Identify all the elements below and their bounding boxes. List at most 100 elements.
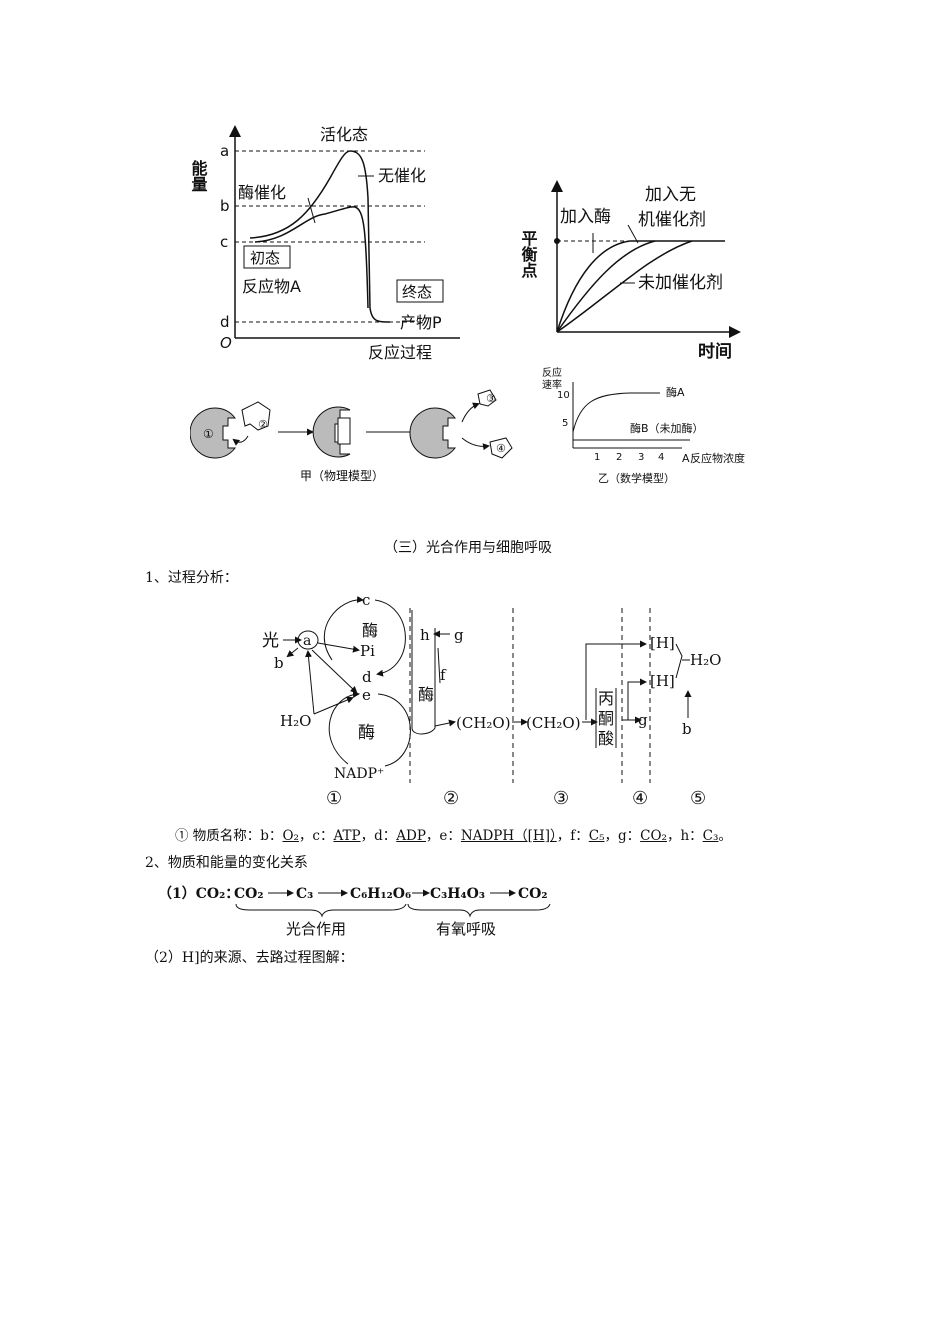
sep-f: ，f： <box>556 828 589 844</box>
f-label: f <box>440 666 447 684</box>
brace-label-2: 有氧呼吸 <box>436 920 496 938</box>
material-e: NADPH（[H]） <box>460 828 557 844</box>
stage-5: ⑤ <box>690 788 706 809</box>
pyruvate-1: 丙 <box>598 689 614 708</box>
y-tick-10: 10 <box>557 390 570 401</box>
mark-4: ④ <box>496 442 506 455</box>
sep-g: ，g： <box>604 828 641 844</box>
mark-2: ② <box>258 418 268 431</box>
material-c: ATP <box>333 828 361 844</box>
material-h: C₃ <box>702 828 719 844</box>
ch2o-2: (CH₂O) <box>526 714 581 732</box>
materials-line: ① 物质名称：b：O₂，c：ATP，d：ADP，e：NADPH（[H]），f：C… <box>175 824 732 844</box>
y-tick-5: 5 <box>562 418 568 429</box>
formula-s1: CO₂ <box>234 886 263 902</box>
item2-heading: 2、物质和能量的变化关系 <box>145 855 308 871</box>
math-model-chart: 反应 速率 10 5 酶A 酶B（未加酶） 1 2 3 4 A 反应物浓度 乙（… <box>542 366 745 485</box>
y-axis-label: 平衡点 <box>520 230 538 279</box>
carbon-flow-formula: （1）CO₂： CO₂ C₃ C₆H₁₂O₆ C₃H₄O₃ CO₂ 光合作用 有… <box>158 886 551 938</box>
photosynthesis-respiration-diagram: 光 a b c 酶 Pi d e H₂O 酶 NADP⁺ h g f 酶 (CH… <box>262 591 721 809</box>
equilibrium-chart: 平衡点 加入酶 加入无 机催化剂 未加催化剂 时间 <box>520 180 741 362</box>
sep-d: ，d： <box>360 828 397 844</box>
initial-state-label: 初态 <box>250 249 280 267</box>
nadp-label: NADP⁺ <box>334 766 384 782</box>
mark-1: ① <box>203 427 214 441</box>
physical-model-caption: 甲（物理模型） <box>300 469 384 483</box>
inorganic-label-line1: 加入无 <box>645 185 696 205</box>
g-label-2: g <box>638 711 648 729</box>
uncatalyzed-curve <box>249 150 391 323</box>
d-label: d <box>362 668 372 686</box>
enzyme-a-curve <box>572 392 660 433</box>
sep-e: ，e： <box>425 828 461 844</box>
materials-prefix: ① 物质名称：b： <box>175 828 283 844</box>
section-title: （三）光合作用与细胞呼吸 <box>384 540 552 556</box>
enzyme-calvin-label: 酶 <box>418 685 434 704</box>
x-tick-3: 3 <box>638 452 644 463</box>
material-f: C₅ <box>588 828 605 844</box>
curve-a-label: 酶A <box>666 386 685 399</box>
x-tick-1: 1 <box>594 452 600 463</box>
x-axis-label: 反应物浓度 <box>690 451 745 465</box>
formula-s4: C₃H₄O₃ <box>430 886 485 902</box>
rate-label-1: 反应 <box>542 366 562 379</box>
stage-1: ① <box>326 788 342 809</box>
h-bracket-1: [H] <box>650 634 675 652</box>
water-label: H₂O <box>280 712 311 730</box>
formula-s3: C₆H₁₂O₆ <box>350 886 411 902</box>
formula-s5: CO₂ <box>518 886 547 902</box>
final-state-label: 终态 <box>402 283 432 301</box>
h2o-out-label: H₂O <box>690 651 721 669</box>
material-b: O₂ <box>282 828 299 844</box>
level-a: a <box>220 142 229 160</box>
brace-label-1: 光合作用 <box>286 920 346 938</box>
level-b: b <box>220 197 230 215</box>
reactant-label: 反应物A <box>242 277 301 296</box>
material-d: ADP <box>396 828 426 844</box>
pyruvate-3: 酸 <box>598 729 614 748</box>
x-tick-2: 2 <box>616 452 622 463</box>
h-label: h <box>420 626 430 644</box>
stage-4: ④ <box>632 788 648 809</box>
y-axis-label: 能量 <box>190 159 208 192</box>
formula-s2: C₃ <box>296 886 313 902</box>
stage-2: ② <box>443 788 459 809</box>
curve-b-label: 酶B（未加酶） <box>630 422 704 435</box>
formula-label: （1）CO₂： <box>158 886 239 902</box>
pigment-a <box>297 630 319 650</box>
stage-3: ③ <box>553 788 569 809</box>
c-label: c <box>362 591 370 609</box>
light-label: 光 <box>262 631 279 651</box>
pyruvate-2: 酮 <box>598 709 614 728</box>
b-label: b <box>274 654 284 672</box>
material-g: CO₂ <box>640 828 667 844</box>
g-label-1: g <box>454 626 464 644</box>
uncatalyzed-label: 无催化 <box>378 166 426 185</box>
sep-h: ，h： <box>666 828 703 844</box>
activation-energy-chart: a b c d O 能量 活化态 无催化 酶催化 初态 反应物A 终态 产物P … <box>190 125 460 362</box>
inorganic-label-line2: 机催化剂 <box>638 210 706 230</box>
origin-label: O <box>220 334 232 352</box>
level-d: d <box>220 313 230 331</box>
sep-c: ，c： <box>298 828 334 844</box>
ch2o-1: (CH₂O) <box>456 714 511 732</box>
item3-heading: （2）H]的来源、去路过程图解： <box>145 950 354 966</box>
x-axis-label: 时间 <box>698 341 732 362</box>
inorganic-curve <box>556 240 656 333</box>
no-catalyst-curve <box>556 240 693 333</box>
e-label: e <box>362 686 371 704</box>
pi-label: Pi <box>360 642 375 660</box>
a-label: a <box>303 633 311 649</box>
x-axis-letter: A <box>682 452 690 465</box>
math-model-caption: 乙（数学模型） <box>598 471 675 485</box>
enzyme-curve <box>556 240 725 333</box>
item1-heading: 1、过程分析： <box>145 570 238 586</box>
physical-model-diagram: ① ② ③ ④ 甲（物理模型） <box>190 389 513 483</box>
b-label-2: b <box>682 720 692 738</box>
enzyme-curve <box>254 206 369 309</box>
no-catalyst-label: 未加催化剂 <box>638 273 723 293</box>
product-label: 产物P <box>400 313 442 332</box>
enzyme-curve-label: 加入酶 <box>560 207 611 227</box>
x-tick-4: 4 <box>658 452 664 463</box>
enzyme-bottom-label: 酶 <box>358 723 375 743</box>
